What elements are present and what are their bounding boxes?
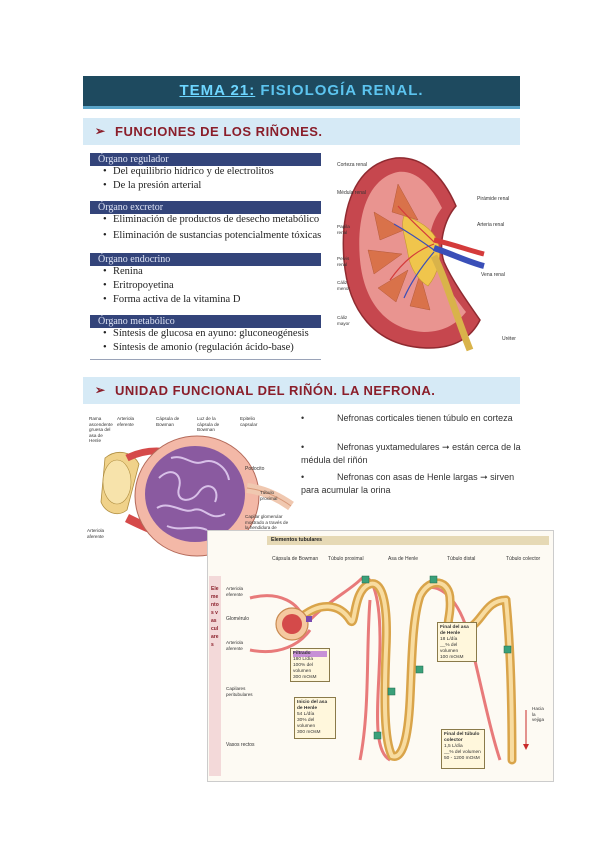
label-capilares: Capilares peritubulares <box>226 686 253 697</box>
col-proximal: Túbulo proximal <box>328 556 364 562</box>
title-text: FISIOLOGÍA RENAL. <box>255 82 424 99</box>
list-item: •De la presión arterial <box>103 180 202 191</box>
vascular-label: Elementos vasculares <box>211 586 219 648</box>
arrow-icon: ➢ <box>95 383 106 397</box>
organ-heading: Órgano endocrino <box>90 253 321 266</box>
col-henle: Asa de Henle <box>388 556 419 562</box>
list-item: •Síntesis de glucosa en ayuno: gluconeog… <box>103 328 309 339</box>
list-item: •Del equilibrio hídrico y de electrolito… <box>103 166 274 177</box>
page-title: TEMA 21: FISIOLOGÍA RENAL. <box>83 76 520 106</box>
list-item: •Nefronas yuxtamedulares ➞ están cerca d… <box>301 442 521 465</box>
arrow-icon: ➢ <box>95 124 106 138</box>
list-item: •Forma activa de la vitamina D <box>103 294 241 305</box>
list-item: •Nefronas con asas de Henle largas ➞ sir… <box>301 472 515 495</box>
section-header-funciones: ➢ FUNCIONES DE LOS RIÑONES. <box>83 118 520 145</box>
organ-heading: Órgano excretor <box>90 201 321 214</box>
list-item: •Renina <box>103 266 143 277</box>
box-final-asa: Final del asa de Henle 18 L/día __% del … <box>437 622 477 662</box>
box-inicio-asa: Inicio del asa de Henle 54 L/día 30% del… <box>294 697 336 739</box>
label-caliz-menor: Cáliz menor <box>337 280 351 291</box>
label-piramide: Pirámide renal <box>477 196 510 202</box>
box-title: Final del asa de Henle <box>440 625 469 636</box>
list-item: •Eliminación de sustancias potencialment… <box>103 230 322 241</box>
label-aferente: Arteriola aferente <box>87 528 105 539</box>
box-title: Final del túbulo colector <box>444 732 480 743</box>
box-title: Filtrado <box>293 651 327 657</box>
label-arteriola-aferente: Arteriola aferente <box>226 640 244 651</box>
label-rama: Rama ascendente gruesa del asa de Henle <box>89 416 113 444</box>
label-vasos: Vasos rectos <box>226 742 255 748</box>
label-eferente: Arteriola eferente <box>117 416 135 427</box>
list-item: •Nefronas corticales tienen túbulo en co… <box>301 413 513 423</box>
label-luz: Luz de la cápsula de Bowman <box>197 416 220 433</box>
label-caliz-mayor: Cáliz mayor <box>337 315 350 326</box>
label-vejiga: Hacia la vejiga <box>532 706 545 723</box>
kidney-illustration <box>342 157 485 352</box>
label-arteriola-eferente: Arteriola eferente <box>226 586 244 597</box>
label-epitelio: Epitelio capsular <box>240 416 258 427</box>
glomerulus-illustration <box>100 435 294 557</box>
label-glomerulo: Glomérulo <box>226 616 250 622</box>
label-pelvis: Pelvis renal <box>337 256 350 267</box>
vascular-bar <box>209 576 221 776</box>
label-ureter: Uréter <box>502 336 516 342</box>
label-vena: Vena renal <box>481 272 505 278</box>
section-title: UNIDAD FUNCIONAL DEL RIÑÓN. LA NEFRONA. <box>115 383 436 398</box>
section-title: FUNCIONES DE LOS RIÑONES. <box>115 124 323 139</box>
label-arteria: Arteria renal <box>477 222 505 228</box>
label-tubulo: Túbulo proximal <box>260 490 278 501</box>
organ-heading: Órgano metabólico <box>90 315 321 328</box>
col-bowman: Cápsula de Bowman <box>272 556 319 562</box>
label-papila: Papila renal <box>337 224 350 235</box>
organ-heading: Órgano regulador <box>90 153 321 166</box>
list-item: •Síntesis de amonio (regulación ácido-ba… <box>103 342 294 353</box>
divider <box>90 359 321 360</box>
box-final-colector: Final del túbulo colector 1,5 L/día __% … <box>441 729 485 769</box>
nephron-tubule-drawing <box>249 575 529 765</box>
title-number: TEMA 21: <box>179 82 256 99</box>
col-colector: Túbulo colector <box>506 556 541 562</box>
label-capsula: Cápsula de Bowman <box>156 416 180 427</box>
section-header-nefrona: ➢ UNIDAD FUNCIONAL DEL RIÑÓN. LA NEFRONA… <box>83 377 520 404</box>
box-title: Inicio del asa de Henle <box>297 700 328 711</box>
col-distal: Túbulo distal <box>447 556 476 562</box>
list-item: •Eliminación de productos de desecho met… <box>103 214 320 225</box>
list-item: •Eritropoyetina <box>103 280 174 291</box>
box-filtrado: Filtrado 180 L/día 100% del volumen 300 … <box>290 648 330 682</box>
label-corteza: Corteza renal <box>337 162 368 168</box>
title-bar: TEMA 21: FISIOLOGÍA RENAL. <box>83 76 520 109</box>
tubule-header: Elementos tubulares <box>267 536 549 545</box>
label-medula: Médula renal <box>337 190 366 196</box>
label-podocito: Podocito <box>245 466 265 472</box>
